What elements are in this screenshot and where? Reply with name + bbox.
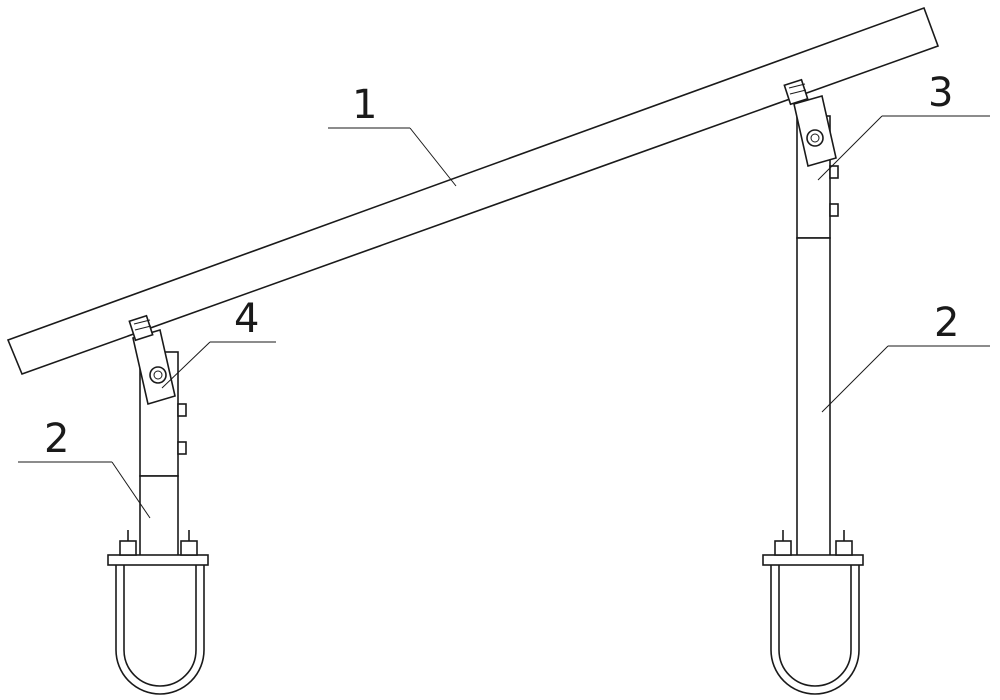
label-front-bracket: 4: [234, 296, 259, 342]
inclined-beam: [6, 6, 940, 376]
rear-pivot-nut: [806, 129, 824, 147]
rear-beam-bolt-thread: [789, 89, 807, 95]
front-post-tube: [139, 475, 179, 557]
front-post-assembly: [107, 314, 209, 695]
rear-side-bolt-lower: [829, 203, 839, 217]
part-labels: 1 2 2 3 4: [44, 70, 959, 462]
rear-post-tube: [796, 237, 831, 557]
rear-base-plate: [762, 554, 864, 566]
front-side-bolt-lower: [177, 441, 187, 455]
front-side-bolt-upper: [177, 403, 187, 417]
front-base-nut-right: [180, 540, 198, 556]
leader-lines: [18, 115, 990, 519]
label-rear-bracket: 3: [928, 70, 953, 116]
rear-pivot-nut-inner: [810, 133, 820, 143]
leader-rear-post: [821, 345, 889, 413]
leader-beam: [409, 127, 457, 187]
leader-rear-bracket: [817, 115, 883, 181]
rear-base-nut-right: [835, 540, 853, 556]
front-beam-bolt-thread: [134, 325, 152, 331]
rear-base-nut-left: [774, 540, 792, 556]
front-pivot-nut-inner: [153, 370, 163, 380]
rear-pivot-plate: [793, 94, 837, 168]
front-u-bolt-inner: [123, 565, 197, 687]
rear-side-bolt-upper: [829, 165, 839, 179]
rear-u-bolt-inner: [778, 565, 852, 687]
front-u-bolt-outer: [115, 565, 205, 695]
label-beam: 1: [352, 82, 377, 128]
label-front-post: 2: [44, 416, 69, 462]
rear-u-bolt-outer: [770, 565, 860, 695]
front-beam-bolt-thread: [133, 319, 151, 325]
leader-front-bracket: [161, 341, 211, 389]
rear-post-assembly: [762, 78, 864, 695]
rear-beam-bolt-thread: [788, 83, 806, 89]
front-base-plate: [107, 554, 209, 566]
front-pivot-nut: [149, 366, 167, 384]
front-base-nut-left: [119, 540, 137, 556]
label-rear-post: 2: [934, 300, 959, 346]
leader-front-post: [111, 461, 151, 519]
